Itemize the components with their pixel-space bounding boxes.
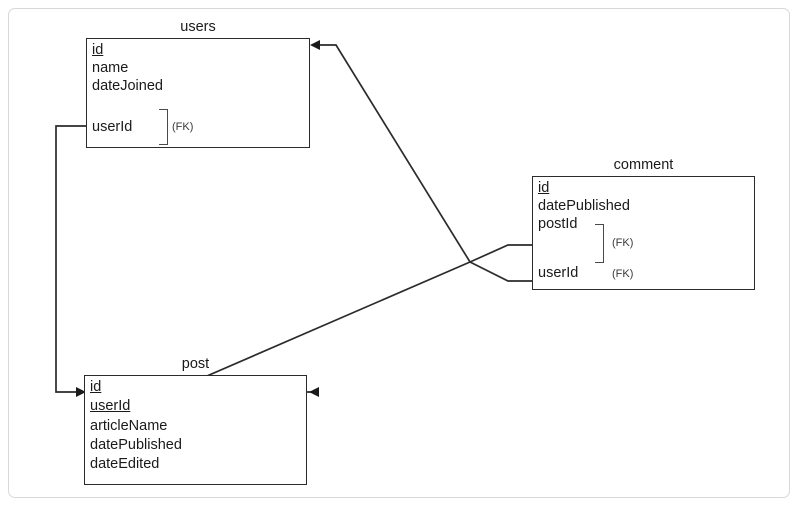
attribute-users-name: name [92, 60, 129, 76]
entity-post[interactable]: id userId articleName datePublished date… [84, 375, 307, 485]
attribute-post-dateedited: dateEdited [90, 456, 160, 472]
entity-comment[interactable]: id datePublished postId userId (FK) (FK) [532, 176, 755, 290]
relationship-comment-userid-to-users-id [310, 40, 532, 282]
entity-title-comment: comment [613, 157, 674, 173]
attribute-post-datepublished: datePublished [90, 437, 182, 453]
fk-bracket-users-userid [159, 109, 168, 145]
fk-label-comment-postid: (FK) [612, 237, 634, 249]
fk-label-comment-userid: (FK) [612, 268, 634, 280]
attribute-post-id: id [90, 379, 102, 395]
relationship-users-userid-to-post-id [55, 125, 86, 397]
fk-label-users-userid: (FK) [172, 121, 194, 133]
attribute-comment-id: id [538, 180, 550, 196]
entity-title-post: post [181, 356, 210, 372]
attribute-comment-postid: postId [538, 216, 578, 232]
entity-title-users: users [180, 19, 216, 35]
attribute-users-id: id [92, 42, 104, 58]
fk-bracket-comment-postid [595, 224, 604, 263]
attribute-users-datejoined: dateJoined [92, 78, 163, 94]
attribute-post-userid: userId [90, 398, 131, 414]
attribute-comment-datepublished: datePublished [538, 198, 630, 214]
attribute-comment-userid: userId [538, 265, 579, 281]
entity-users[interactable]: id name dateJoined userId (FK) [86, 38, 310, 148]
attribute-post-articlename: articleName [90, 418, 168, 434]
attribute-users-userid: userId [92, 119, 133, 135]
